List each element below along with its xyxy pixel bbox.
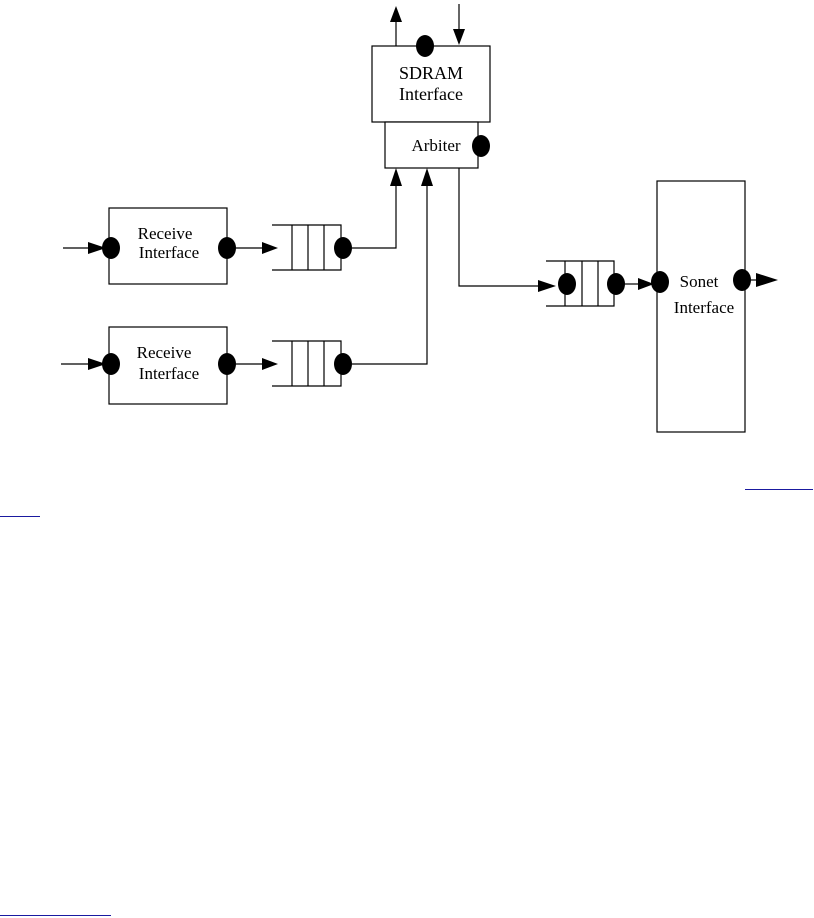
queue-to-sonet-arrowhead [638,278,654,290]
arbiter-box [384,121,479,169]
sdram-interface-box [371,45,491,123]
receive-bottom-input-arrowhead [88,358,106,370]
sonet-label-line1: Sonet [680,272,719,291]
sdram-in-arrowhead [453,29,465,45]
queue-bottom-frame [272,340,342,387]
sdram-label-line2: Interface [399,84,463,104]
link-underline-bottom[interactable] [0,915,111,916]
link-underline-left[interactable] [0,516,40,517]
arbiter-port [472,135,490,157]
sdram-external-arrows [390,4,465,46]
receive-bottom-to-queue-arrowhead [262,358,278,370]
queue-bottom-out-port [334,353,352,375]
sdram-out-arrowhead [390,6,402,22]
sdram-port [416,35,434,57]
queue-output-out-port [607,273,625,295]
receive-top-to-queue-arrowhead [262,242,278,254]
queue-top-to-arbiter-arrowhead [390,168,402,186]
queue-top-out-port [334,237,352,259]
arbiter-output-arrowhead [538,280,556,292]
receive-top-out-port [218,237,236,259]
queue-output-in-port [558,273,576,295]
receive-top-label-line2: Interface [139,243,199,262]
receive-top-label-line1: Receive [138,224,193,243]
queue-top-to-arbiter-wire [352,184,397,249]
receive-interface-top-box [108,207,228,285]
queue-bottom [272,168,433,387]
sonet-output-arrowhead [756,273,778,287]
receive-bottom-label-line1: Receive [137,343,192,362]
sdram-interface-block: SDRAM Interface [371,35,491,123]
arbiter-output-wire [458,168,540,287]
receive-bottom-label-line2: Interface [139,364,199,383]
receive-bottom-out-port [218,353,236,375]
sonet-label-line2: Interface [674,298,734,317]
queue-output-frame [546,260,615,307]
link-underline-right[interactable] [745,489,813,490]
sonet-in-port [651,271,669,293]
queue-bottom-to-arbiter-arrowhead [421,168,433,186]
queue-top-frame [272,224,342,271]
sdram-label-line1: SDRAM [399,63,463,83]
receive-top-in-port [102,237,120,259]
queue-output [546,260,654,307]
arbiter-block: Arbiter [384,121,490,169]
arbiter-label: Arbiter [411,136,460,155]
sonet-out-port [733,269,751,291]
sonet-interface-block: Sonet Interface [651,180,778,433]
arbiter-to-output-queue [458,168,556,292]
queue-bottom-to-arbiter-wire [352,184,428,365]
receive-interface-bottom: Receive Interface [61,326,278,405]
receive-interface-top: Receive Interface [63,207,278,285]
sonet-interface-box [656,180,746,433]
receive-bottom-in-port [102,353,120,375]
queue-top [272,168,402,271]
receive-top-input-arrowhead [88,242,106,254]
